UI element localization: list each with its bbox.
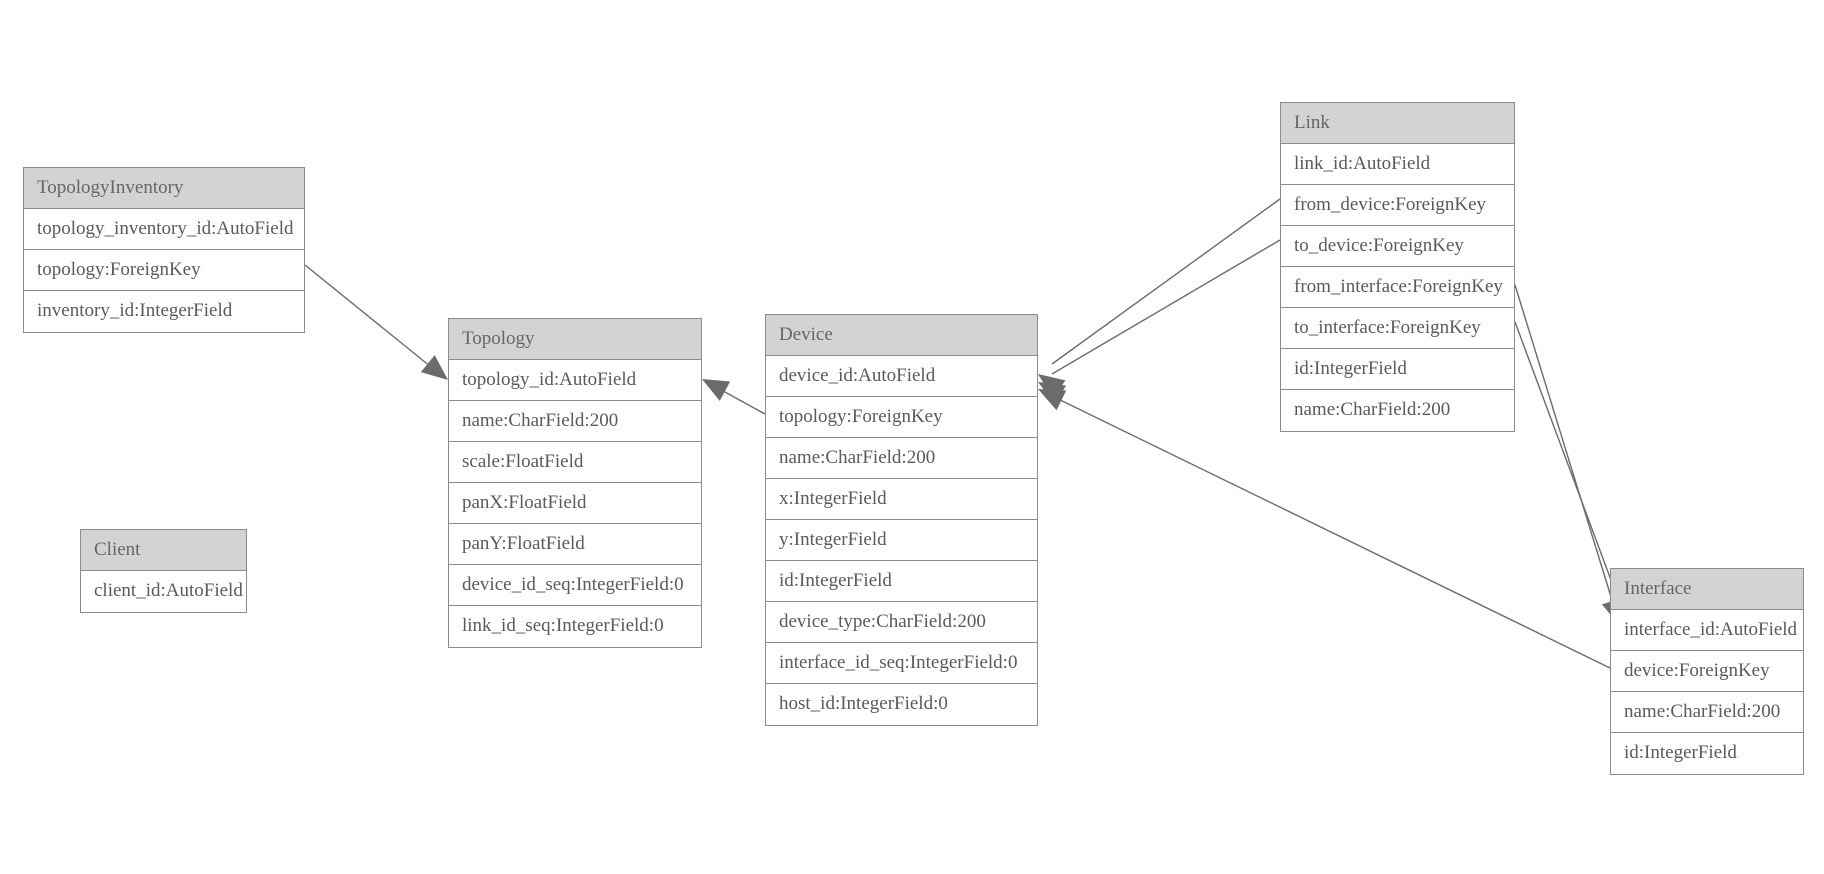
- entity-field-row: link_id_seq:IntegerField:0: [449, 606, 701, 647]
- entity-field-row: from_interface:ForeignKey: [1281, 267, 1514, 308]
- entity-field-row: name:CharField:200: [1281, 390, 1514, 431]
- entity-title-client: Client: [81, 530, 246, 571]
- entity-field-row: link_id:AutoField: [1281, 144, 1514, 185]
- rel-topologyinventory-topology: [304, 264, 448, 380]
- entity-field-row: name:CharField:200: [1611, 692, 1803, 733]
- entity-field-row: name:CharField:200: [449, 401, 701, 442]
- entity-title-topology_inventory: TopologyInventory: [24, 168, 304, 209]
- entity-title-topology: Topology: [449, 319, 701, 360]
- entity-field-row: id:IntegerField: [1281, 349, 1514, 390]
- entity-field-row: inventory_id:IntegerField: [24, 291, 304, 332]
- entity-field-row: panY:FloatField: [449, 524, 701, 565]
- entity-field-row: device_type:CharField:200: [766, 602, 1037, 643]
- entity-field-row: from_device:ForeignKey: [1281, 185, 1514, 226]
- entity-title-link: Link: [1281, 103, 1514, 144]
- entity-field-row: device_id:AutoField: [766, 356, 1037, 397]
- entity-field-row: x:IntegerField: [766, 479, 1037, 520]
- entity-field-row: client_id:AutoField: [81, 571, 246, 612]
- entity-field-row: device_id_seq:IntegerField:0: [449, 565, 701, 606]
- entity-field-row: host_id:IntegerField:0: [766, 684, 1037, 725]
- entity-field-row: scale:FloatField: [449, 442, 701, 483]
- entity-field-row: y:IntegerField: [766, 520, 1037, 561]
- rel-link-to_device: [1038, 239, 1281, 405]
- entity-field-row: topology:ForeignKey: [766, 397, 1037, 438]
- entity-field-row: topology_inventory_id:AutoField: [24, 209, 304, 250]
- entity-title-device: Device: [766, 315, 1037, 356]
- entity-field-row: id:IntegerField: [766, 561, 1037, 602]
- rel-link-from_device: [1038, 198, 1281, 399]
- arrowhead-icon: [1038, 389, 1067, 411]
- entity-field-row: device:ForeignKey: [1611, 651, 1803, 692]
- entity-field-row: interface_id:AutoField: [1611, 610, 1803, 651]
- entity-field-row: topology_id:AutoField: [449, 360, 701, 401]
- entity-field-row: interface_id_seq:IntegerField:0: [766, 643, 1037, 684]
- entity-field-row: name:CharField:200: [766, 438, 1037, 479]
- entity-title-interface: Interface: [1611, 569, 1803, 610]
- entity-field-row: topology:ForeignKey: [24, 250, 304, 291]
- entity-field-row: to_device:ForeignKey: [1281, 226, 1514, 267]
- entity-field-row: to_interface:ForeignKey: [1281, 308, 1514, 349]
- entity-field-row: panX:FloatField: [449, 483, 701, 524]
- rel-device-topology: [702, 379, 766, 415]
- entity-field-row: id:IntegerField: [1611, 733, 1803, 774]
